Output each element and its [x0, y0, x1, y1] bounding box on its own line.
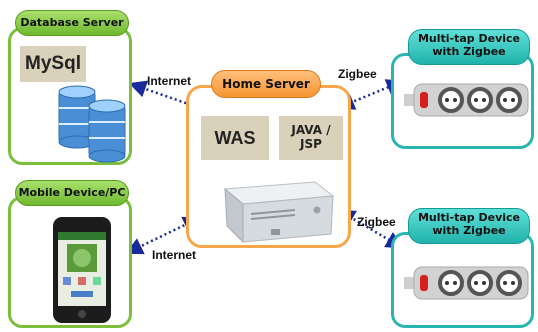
- multitap-top-box: [391, 53, 534, 149]
- internet-label-top: Internet: [147, 74, 192, 88]
- multitap-bottom-title: Multi-tap Device with Zigbee: [408, 208, 530, 244]
- zigbee-arrow-top: [336, 79, 405, 110]
- power-strip-icon: [404, 83, 529, 117]
- home-server-box: WAS JAVA / JSP: [186, 85, 351, 248]
- internet-label-bottom: Internet: [152, 248, 197, 262]
- power-strip-icon: [404, 266, 529, 300]
- database-server-title: Database Server: [15, 10, 129, 36]
- mobile-device-box: [8, 196, 132, 328]
- zigbee-label-bottom: Zigbee: [357, 215, 396, 229]
- internet-arrow-bottom: [125, 216, 201, 255]
- phone-icon: [53, 217, 111, 323]
- was-label: WAS: [201, 116, 269, 160]
- mysql-label: MySql: [20, 46, 86, 82]
- internet-arrow-top: [128, 80, 206, 113]
- server-device-icon: [223, 181, 335, 244]
- zigbee-label-top: Zigbee: [338, 67, 377, 81]
- database-icon: [58, 85, 126, 163]
- database-server-box: MySql: [8, 27, 132, 165]
- mobile-device-title: Mobile Device/PC: [15, 180, 129, 206]
- home-server-title: Home Server: [211, 70, 321, 98]
- multitap-bottom-box: [391, 232, 534, 328]
- java-jsp-label: JAVA / JSP: [279, 116, 343, 160]
- multitap-top-title: Multi-tap Device with Zigbee: [408, 29, 530, 65]
